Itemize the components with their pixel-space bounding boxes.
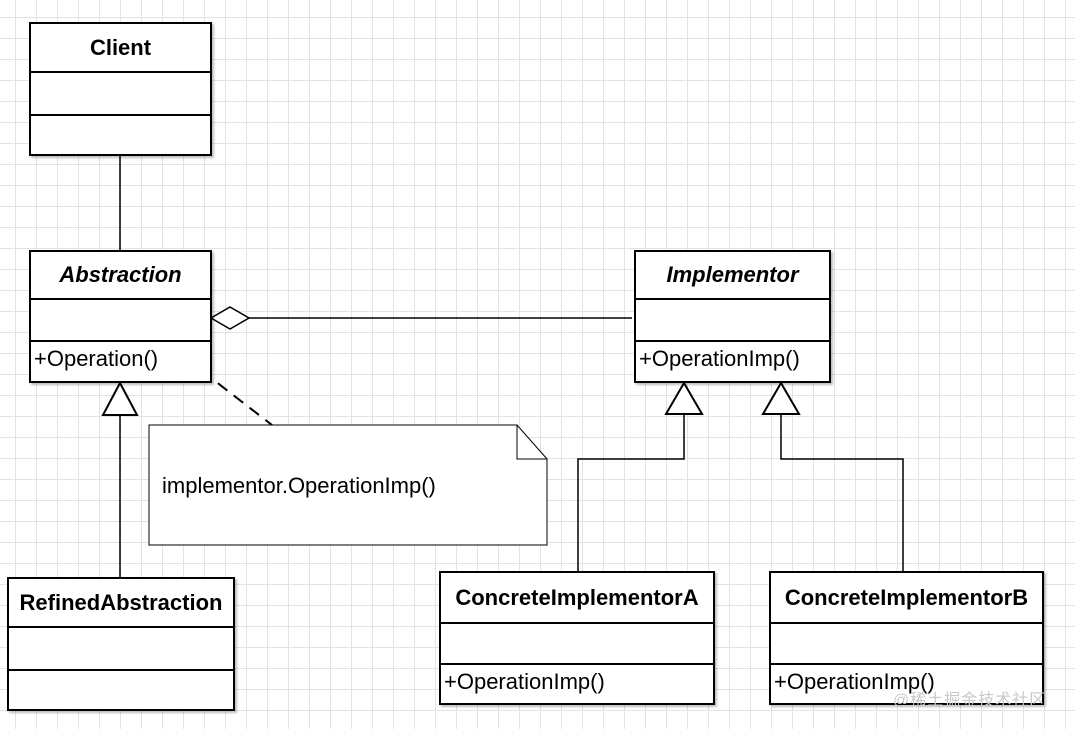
refined-abstraction-class[interactable]: RefinedAbstraction bbox=[7, 577, 235, 711]
abstraction-operation: +Operation() bbox=[34, 346, 159, 371]
watermark: @稀土掘金技术社区 bbox=[893, 692, 1047, 709]
note-shape bbox=[148, 424, 548, 546]
abstraction-class-name: Abstraction bbox=[31, 252, 210, 300]
concrete-implementor-b-operation: +OperationImp() bbox=[774, 669, 935, 694]
concrete-a-generalization-line bbox=[577, 414, 685, 572]
client-operations bbox=[31, 116, 210, 154]
refined-generalization-arrow bbox=[101, 380, 139, 416]
concrete-implementor-b-attributes bbox=[771, 624, 1042, 665]
abstraction-class[interactable]: Abstraction +Operation() bbox=[29, 250, 212, 383]
concrete-implementor-b-class-name: ConcreteImplementorB bbox=[771, 573, 1042, 624]
refined-abstraction-operations bbox=[9, 671, 233, 709]
abstraction-attributes bbox=[31, 300, 210, 342]
aggregation-diamond bbox=[209, 306, 251, 330]
implementor-class-name: Implementor bbox=[636, 252, 829, 300]
implementor-operation: +OperationImp() bbox=[639, 346, 800, 371]
concrete-b-generalization-line bbox=[780, 414, 904, 572]
refined-abstraction-class-name: RefinedAbstraction bbox=[9, 579, 233, 628]
client-attributes bbox=[31, 73, 210, 116]
note-fold bbox=[516, 425, 547, 460]
implementor-class[interactable]: Implementor +OperationImp() bbox=[634, 250, 831, 383]
concrete-implementor-b-class[interactable]: ConcreteImplementorB +OperationImp() bbox=[769, 571, 1044, 705]
implementor-attributes bbox=[636, 300, 829, 342]
note-link bbox=[201, 370, 273, 426]
client-class-name: Client bbox=[31, 24, 210, 73]
concrete-b-generalization-arrow bbox=[761, 381, 801, 415]
concrete-a-generalization-arrow bbox=[664, 381, 704, 415]
concrete-implementor-a-class-name: ConcreteImplementorA bbox=[441, 573, 713, 624]
note-text: implementor.OperationImp() bbox=[162, 473, 436, 498]
refined-abstraction-attributes bbox=[9, 628, 233, 671]
concrete-implementor-a-attributes bbox=[441, 624, 713, 665]
concrete-implementor-a-class[interactable]: ConcreteImplementorA +OperationImp() bbox=[439, 571, 715, 705]
client-class[interactable]: Client bbox=[29, 22, 212, 156]
concrete-implementor-a-operation: +OperationImp() bbox=[444, 669, 605, 694]
